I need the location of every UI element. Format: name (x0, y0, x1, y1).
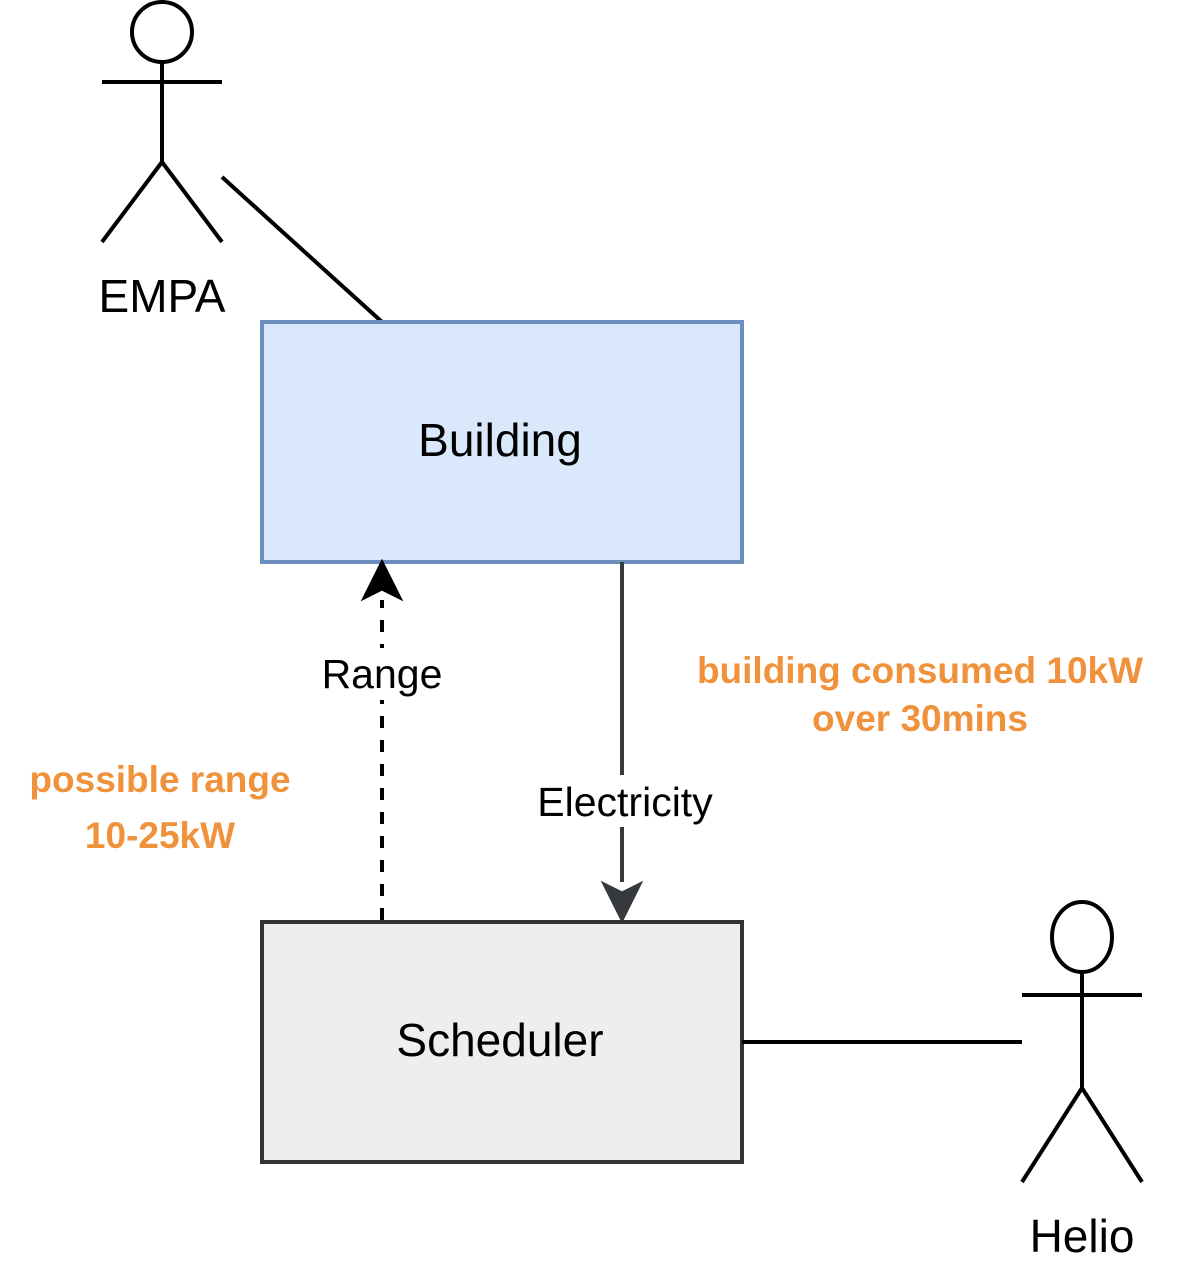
range-label-bg (316, 648, 448, 700)
range-label: Range (322, 651, 443, 697)
scheduler-label: Scheduler (396, 1014, 603, 1066)
empa-stick-figure-icon (100, 0, 224, 244)
possible-range-note-line1: possible range (29, 759, 290, 800)
electricity-edge[interactable]: Electricity (530, 562, 716, 924)
helio-stick-figure-icon (1020, 900, 1144, 1184)
possible-range-note: possible range 10-25kW (29, 759, 290, 856)
empa-label: EMPA (99, 270, 226, 322)
empa-building-association[interactable] (220, 175, 384, 324)
consumption-note-line2: over 30mins (812, 698, 1028, 739)
building-box-shape (260, 320, 744, 564)
building-label: Building (418, 414, 582, 466)
empa-actor[interactable]: EMPA (99, 0, 226, 322)
range-edge[interactable]: Range (316, 558, 448, 920)
consumption-note: building consumed 10kW over 30mins (697, 650, 1143, 739)
electricity-label: Electricity (537, 779, 713, 825)
scheduler-box[interactable]: Scheduler (260, 920, 744, 1164)
consumption-note-line1: building consumed 10kW (697, 650, 1143, 691)
possible-range-note-line2: 10-25kW (85, 815, 235, 856)
helio-actor[interactable]: Helio (1020, 900, 1144, 1262)
electricity-label-bg (530, 775, 716, 827)
electricity-arrowhead-icon (600, 880, 644, 924)
helio-label: Helio (1030, 1210, 1135, 1262)
building-box[interactable]: Building (260, 320, 744, 564)
range-arrowhead-icon (360, 558, 404, 602)
